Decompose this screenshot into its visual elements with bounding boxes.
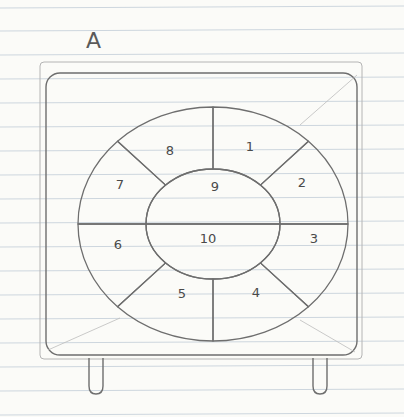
construction-frame — [40, 62, 362, 359]
segment-outline — [211, 105, 311, 188]
segment-outline — [115, 260, 215, 343]
segment-path — [260, 224, 348, 307]
segment-number: 2 — [298, 176, 306, 189]
inner-half: 9 — [144, 167, 282, 226]
segment-number: 5 — [178, 287, 186, 300]
ring-segment: 5 — [115, 260, 215, 343]
sheet-mark: A — [86, 30, 101, 52]
segment-path — [78, 141, 166, 224]
segment-path — [213, 263, 308, 341]
ring-segment: 8 — [115, 105, 215, 188]
segment-path — [78, 224, 166, 307]
construction-lines — [48, 75, 357, 352]
segment-number: 6 — [114, 238, 122, 251]
segment-number: 4 — [252, 286, 260, 299]
ring-segment: 3 — [258, 222, 350, 309]
segment-number: 8 — [166, 144, 174, 157]
ruled-lines — [0, 6, 404, 415]
ring-segment: 1 — [211, 105, 311, 188]
ring-segment: 7 — [76, 139, 168, 227]
ring-segment: 4 — [211, 260, 311, 343]
segment-path — [260, 141, 348, 224]
segment-path — [146, 224, 280, 279]
segment-outline — [144, 167, 282, 226]
segment-outline — [115, 105, 215, 188]
segment-number: 10 — [200, 232, 217, 245]
segment-outline — [211, 260, 311, 343]
segment-number: 1 — [246, 140, 254, 153]
foot — [89, 358, 103, 394]
segment-number: 3 — [310, 232, 318, 245]
segment-outline — [76, 222, 168, 309]
foot — [313, 358, 327, 394]
ring-segment: 2 — [258, 139, 350, 226]
segment-number: 7 — [116, 178, 124, 191]
housing-outline — [46, 73, 357, 355]
segment-outline — [258, 222, 350, 309]
inner-half: 10 — [144, 222, 282, 281]
segment-path — [118, 263, 213, 341]
segment-path — [146, 169, 280, 224]
feet — [89, 358, 327, 394]
segment-number: 9 — [211, 180, 219, 193]
ring-segment: 6 — [76, 222, 168, 309]
segment-path — [213, 107, 308, 185]
segment-path — [118, 107, 213, 185]
